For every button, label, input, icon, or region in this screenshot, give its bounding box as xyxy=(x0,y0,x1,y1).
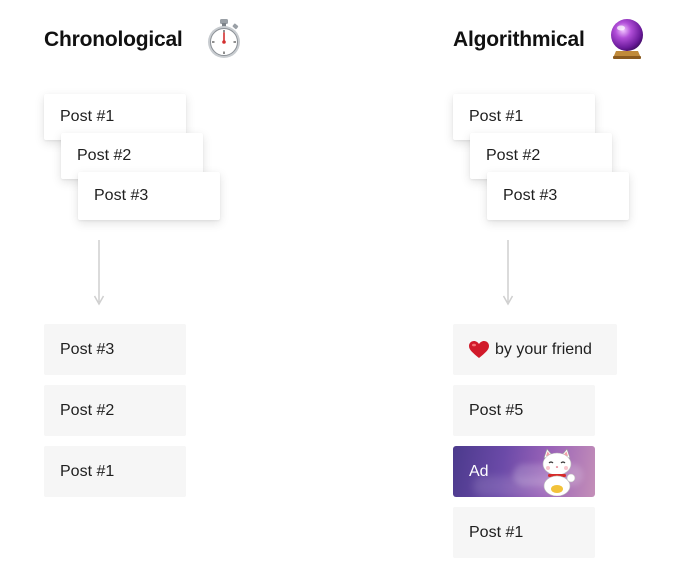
algo-stack-post-3: Post #3 xyxy=(487,172,629,220)
heart-icon xyxy=(469,341,489,359)
crystal-ball-icon xyxy=(607,16,647,60)
chronological-title: Chronological xyxy=(44,28,183,52)
friend-label: by your friend xyxy=(495,341,592,359)
friend-like-post: by your friend xyxy=(453,324,617,375)
ad-card: Ad xyxy=(453,446,595,497)
result-post-1: Post #1 xyxy=(44,446,186,497)
stopwatch-icon xyxy=(204,18,244,60)
down-arrow xyxy=(502,240,514,308)
result-post-1: Post #1 xyxy=(453,507,595,558)
result-post-2: Post #2 xyxy=(44,385,186,436)
lucky-cat-icon xyxy=(535,448,579,496)
algorithmical-title: Algorithmical xyxy=(453,28,585,52)
result-post-5: Post #5 xyxy=(453,385,595,436)
down-arrow xyxy=(93,240,105,308)
result-post-3: Post #3 xyxy=(44,324,186,375)
stack-post-3: Post #3 xyxy=(78,172,220,220)
ad-label: Ad xyxy=(469,463,489,481)
